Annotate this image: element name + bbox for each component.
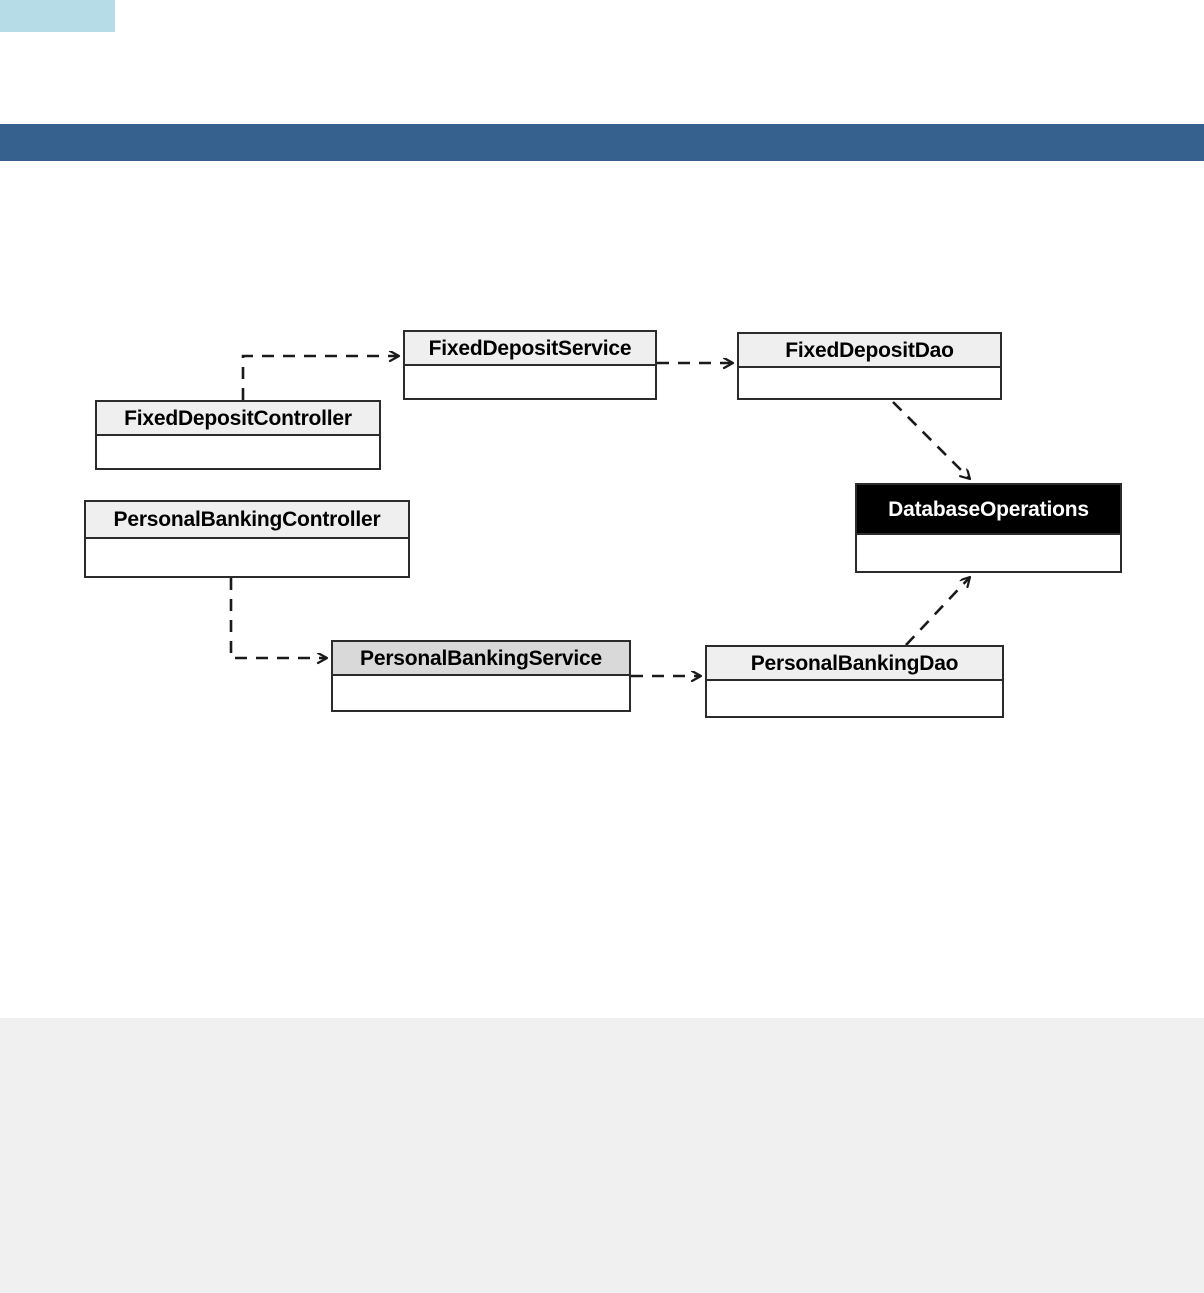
class-box-database-operations[interactable]: DatabaseOperations (855, 483, 1122, 573)
relation-personalbankingcontroller-to-personalbankingservice (229, 578, 327, 658)
class-body-personal-banking-service (333, 676, 629, 710)
accent-block (0, 0, 115, 32)
class-body-database-operations (857, 535, 1120, 571)
class-box-personal-banking-dao[interactable]: PersonalBankingDao (705, 645, 1004, 718)
class-box-personal-banking-controller[interactable]: PersonalBankingController (84, 500, 410, 578)
class-box-fixed-deposit-controller[interactable]: FixedDepositController (95, 400, 381, 470)
relation-fixeddepositdao-to-databaseoperations (892, 401, 970, 479)
class-name-fixed-deposit-dao: FixedDepositDao (739, 334, 1000, 368)
class-body-fixed-deposit-service (405, 366, 655, 398)
class-name-fixed-deposit-service: FixedDepositService (405, 332, 655, 366)
header-bar (0, 124, 1204, 161)
class-body-fixed-deposit-controller (97, 436, 379, 468)
class-name-personal-banking-service: PersonalBankingService (333, 642, 629, 676)
footer-area (0, 1018, 1204, 1293)
relation-fixeddepositcontroller-to-fixeddepositservice (241, 356, 399, 400)
class-body-fixed-deposit-dao (739, 368, 1000, 398)
class-box-personal-banking-service[interactable]: PersonalBankingService (331, 640, 631, 712)
class-body-personal-banking-controller (86, 539, 408, 576)
class-name-personal-banking-dao: PersonalBankingDao (707, 647, 1002, 681)
class-box-fixed-deposit-dao[interactable]: FixedDepositDao (737, 332, 1002, 400)
class-box-fixed-deposit-service[interactable]: FixedDepositService (403, 330, 657, 400)
relation-personalbankingdao-to-databaseoperations (905, 577, 970, 646)
class-name-fixed-deposit-controller: FixedDepositController (97, 402, 379, 436)
class-name-personal-banking-controller: PersonalBankingController (86, 502, 408, 539)
class-name-database-operations: DatabaseOperations (857, 485, 1120, 535)
class-body-personal-banking-dao (707, 681, 1002, 716)
